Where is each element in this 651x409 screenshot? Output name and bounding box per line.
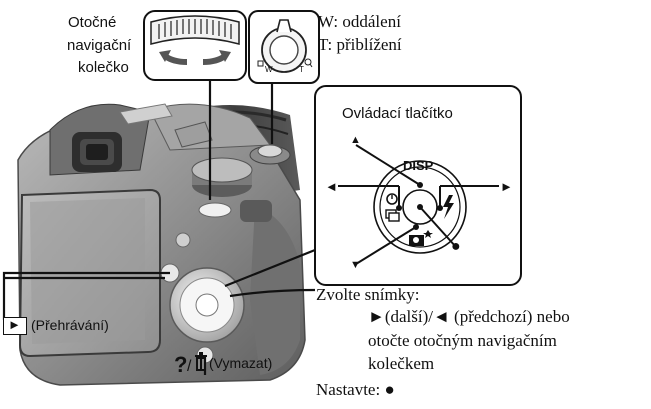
playback-label: (Přehrávání) — [31, 317, 109, 333]
navigation-wheel-inset — [143, 10, 247, 81]
control-wheel — [169, 267, 245, 343]
zoom-lever-inset: W T — [248, 10, 320, 84]
playback-icon: ► — [8, 317, 21, 332]
eyepiece — [72, 132, 122, 172]
rear-navigation-wheel — [198, 202, 232, 218]
navigation-wheel-label-line3: kolečko — [78, 59, 129, 76]
control-button-panel: Ovládací tlačítko DISP ▲ ▼ ◄ ► ● — [314, 85, 522, 286]
zoom-t-mark: T — [299, 65, 304, 74]
right-arrow: ► — [500, 179, 513, 194]
instruction-line2: otočte otočným navigačním — [368, 331, 557, 350]
instruction-line1: ►(další)/◄ (předchozí) nebo — [368, 307, 570, 326]
shutter-button — [249, 144, 291, 165]
zoom-w-text: W: oddálení — [318, 12, 401, 31]
control-panel-title: Ovládací tlačítko — [342, 105, 453, 122]
navigation-wheel-label-line2: navigační — [67, 37, 132, 54]
delete-label: (Vymazat) — [209, 355, 273, 371]
down-arrow: ▼ — [350, 259, 361, 271]
speaker-grille — [119, 103, 173, 125]
zoom-w-mark: W — [265, 65, 273, 74]
set-label: Nastavte: ● — [316, 380, 395, 399]
small-button — [175, 232, 191, 248]
disp-label: DISP — [403, 158, 434, 173]
select-images-label: Zvolte snímky: — [316, 285, 420, 304]
navigation-wheel-label-line1: Otočné — [68, 14, 117, 31]
left-arrow: ◄ — [325, 179, 338, 194]
up-arrow: ▲ — [350, 134, 361, 146]
flash-popup — [174, 121, 213, 148]
grip — [240, 200, 300, 375]
zoom-t-text: T: přiblížení — [318, 35, 402, 54]
playback-icon-box: ► — [3, 317, 27, 335]
instruction-line3: kolečkem — [368, 354, 435, 373]
center-dot: ● — [451, 238, 461, 255]
mode-dial — [191, 157, 253, 197]
callout-lines — [2, 78, 316, 375]
